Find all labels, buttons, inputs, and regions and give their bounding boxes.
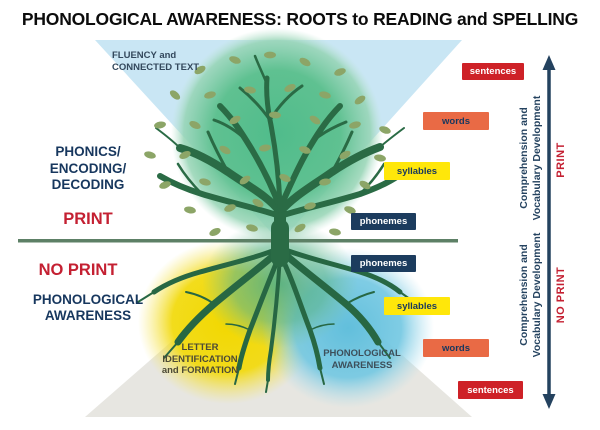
badge-sentences-print: sentences	[462, 63, 524, 80]
phonological-awareness-blob-label: PHONOLOGICAL AWARENESS	[323, 348, 401, 371]
tree-trunk-branches	[155, 54, 405, 267]
rail-bottom-development-label: Comprehension and Vocabulary Development	[518, 232, 543, 358]
badge-phonemes-noprint: phonemes	[351, 255, 416, 272]
no-print-label: NO PRINT	[38, 261, 118, 279]
fluency-connected-text-label: FLUENCY and CONNECTED TEXT	[112, 50, 200, 73]
rail-top-print-label: PRINT	[555, 142, 567, 178]
diagram-title: PHONOLOGICAL AWARENESS: ROOTS to READING…	[21, 9, 579, 29]
letter-identification-formation-label: LETTER IDENTIFICATION and FORMATION	[161, 342, 239, 376]
print-noprint-divider	[18, 239, 458, 243]
phonological-awareness-label: PHONOLOGICAL AWARENESS	[32, 292, 144, 323]
badge-syllables-noprint: syllables	[384, 297, 450, 315]
phonics-encoding-decoding-label: PHONICS/ ENCODING/ DECODING	[49, 144, 127, 192]
tree-roots	[137, 245, 415, 393]
rail-bottom-noprint-label: NO PRINT	[555, 266, 567, 324]
badge-words-print: words	[423, 112, 489, 130]
print-label: PRINT	[63, 210, 113, 228]
canopy-glow	[171, 28, 383, 240]
badge-words-noprint: words	[423, 339, 489, 357]
badge-syllables-print: syllables	[384, 162, 450, 180]
badge-phonemes-print: phonemes	[351, 213, 416, 230]
development-arrow	[542, 55, 556, 409]
rail-top-development-label: Comprehension and Vocabulary Development	[518, 95, 543, 221]
badge-sentences-noprint: sentences	[458, 381, 523, 399]
